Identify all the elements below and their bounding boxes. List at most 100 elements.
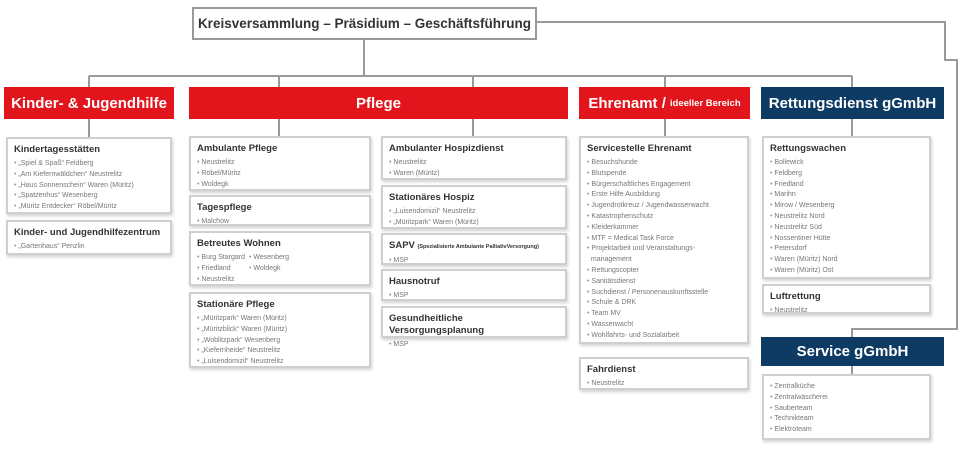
sapv-subtitle: (Spezialisierte Ambulante PalliativVerso… bbox=[417, 244, 539, 250]
list-item: Neustrelitz bbox=[197, 158, 363, 169]
header-service-label: Service gGmbH bbox=[796, 343, 909, 360]
luftrettung-title: Luftrettung bbox=[770, 291, 821, 302]
list-item: Wesenberg bbox=[249, 253, 289, 264]
box-betreutes-wohnen: Betreutes Wohnen Burg Stargard Friedland… bbox=[189, 231, 371, 286]
sapv-title: SAPV bbox=[389, 240, 415, 251]
list-item: „Müritzpark“ Waren (Müritz) bbox=[197, 314, 363, 325]
list-item: Waren (Müritz) bbox=[389, 169, 559, 180]
list-item: Neustrelitz bbox=[587, 379, 741, 390]
leadership-box: Kreisversammlung – Präsidium – Geschäfts… bbox=[192, 7, 537, 40]
list-item: MSP bbox=[389, 340, 559, 351]
leadership-title: Kreisversammlung – Präsidium – Geschäfts… bbox=[197, 16, 532, 31]
list-item-continuation: management bbox=[590, 256, 632, 264]
header-kinder-jugendhilfe: Kinder- & Jugendhilfe bbox=[4, 87, 174, 119]
box-service-units: Zentralküche Zentralwäscherei Sauberteam… bbox=[762, 374, 931, 440]
box-stationaere-pflege: Stationäre Pflege „Müritzpark“ Waren (Mü… bbox=[189, 292, 371, 368]
list-item: Petersdorf bbox=[770, 244, 923, 255]
hospizdienst-title: Ambulanter Hospizdienst bbox=[389, 143, 504, 154]
list-item: Kleiderkammer bbox=[587, 223, 741, 234]
list-item: Woldegk bbox=[197, 180, 363, 191]
list-item: Besuchshunde bbox=[587, 158, 741, 169]
list-item: MTF = Medical Task Force bbox=[587, 234, 741, 245]
list-item: Wohlfahrts- und Sozialarbeit bbox=[587, 331, 741, 342]
header-service: Service gGmbH bbox=[761, 337, 944, 366]
list-item: „Woblitzpark“ Wesenberg bbox=[197, 336, 363, 347]
header-ehrenamt-sub: ideeller Bereich bbox=[669, 97, 741, 109]
header-pflege: Pflege bbox=[189, 87, 568, 119]
list-item: Elektroteam bbox=[770, 425, 923, 436]
header-rettungsdienst: Rettungsdienst gGmbH bbox=[761, 87, 944, 119]
box-servicestelle-ehrenamt: Servicestelle Ehrenamt Besuchshunde Blut… bbox=[579, 136, 749, 344]
list-item: „Müritzpark“ Waren (Müritz) bbox=[389, 218, 559, 229]
list-item: Friedland bbox=[197, 264, 245, 275]
kjz-title: Kinder- und Jugendhilfezentrum bbox=[14, 227, 161, 238]
list-item: Waren (Müritz) Ost bbox=[770, 266, 923, 277]
box-luftrettung: Luftrettung Neustrelitz bbox=[762, 284, 931, 314]
box-fahrdienst: Fahrdienst Neustrelitz bbox=[579, 357, 749, 390]
list-item: Bollewick bbox=[770, 158, 923, 169]
header-pflege-label: Pflege bbox=[355, 94, 401, 112]
list-item: Sauberteam bbox=[770, 404, 923, 415]
box-ambulante-pflege: Ambulante Pflege Neustrelitz Röbel/Mürit… bbox=[189, 136, 371, 191]
list-item: Schule & DRK bbox=[587, 298, 741, 309]
box-jugendhilfezentrum: Kinder- und Jugendhilfezentrum „Gartenha… bbox=[6, 220, 172, 255]
rettungswachen-title: Rettungswachen bbox=[770, 143, 847, 154]
list-item: Neustrelitz Nord bbox=[770, 212, 923, 223]
list-item: Waren (Müritz) Nord bbox=[770, 255, 923, 266]
box-stationaeres-hospiz: Stationäres Hospiz „Luisendomizil“ Neust… bbox=[381, 185, 567, 229]
hospiz-title: Stationäres Hospiz bbox=[389, 192, 475, 203]
betreut-title: Betreutes Wohnen bbox=[197, 238, 281, 249]
fahrdienst-title: Fahrdienst bbox=[587, 364, 636, 375]
list-item: Malchow bbox=[197, 217, 363, 228]
list-item: „Luisendomizil“ Neustrelitz bbox=[389, 207, 559, 218]
sapv-heading: SAPV (Spezialisierte Ambulante Palliativ… bbox=[389, 240, 559, 253]
list-item: Mirow / Wesenberg bbox=[770, 201, 923, 212]
list-item: Feldberg bbox=[770, 169, 923, 180]
notruf-title: Hausnotruf bbox=[389, 276, 440, 287]
list-item: „Kiefernheide“ Neustrelitz bbox=[197, 346, 363, 357]
list-item: Erste Hilfe Ausbildung bbox=[587, 190, 741, 201]
list-item: MSP bbox=[389, 291, 559, 302]
list-item: „Luisendomizil“ Neustrelitz bbox=[197, 357, 363, 368]
list-item: „Spiel & Spaß“ Feldberg bbox=[14, 159, 164, 170]
header-ehrenamt: Ehrenamt / ideeller Bereich bbox=[579, 87, 750, 119]
kita-title: Kindertagesstätten bbox=[14, 144, 101, 155]
box-ambulanter-hospizdienst: Ambulanter Hospizdienst Neustrelitz Ware… bbox=[381, 136, 567, 180]
box-sapv: SAPV (Spezialisierte Ambulante Palliativ… bbox=[381, 233, 567, 265]
servicestelle-title: Servicestelle Ehrenamt bbox=[587, 143, 692, 154]
list-item: Katastrophenschutz bbox=[587, 212, 741, 223]
list-item: Technikteam bbox=[770, 414, 923, 425]
header-rettungsdienst-label: Rettungsdienst gGmbH bbox=[768, 94, 937, 112]
list-item: Zentralwäscherei bbox=[770, 393, 923, 404]
list-item: „Müritzblick“ Waren (Müritz) bbox=[197, 325, 363, 336]
list-item: Nossentiner Hütte bbox=[770, 234, 923, 245]
list-item: Neustrelitz bbox=[389, 158, 559, 169]
list-item: Marihn bbox=[770, 190, 923, 201]
box-rettungswachen: Rettungswachen Bollewick Feldberg Friedl… bbox=[762, 136, 931, 279]
box-gesundheitliche-versorgungsplanung: Gesundheitliche Versorgungsplanung MSP bbox=[381, 306, 567, 348]
list-item: Neustrelitz bbox=[770, 306, 923, 317]
box-tagespflege: Tagespflege Malchow bbox=[189, 195, 371, 226]
list-item: Team MV bbox=[587, 309, 741, 320]
list-item: Rettungscopter bbox=[587, 266, 741, 277]
list-item: Röbel/Müritz bbox=[197, 169, 363, 180]
connector-service bbox=[537, 21, 958, 337]
list-item: Sanitätsdienst bbox=[587, 277, 741, 288]
list-item: „Gartenhaus“ Penzlin bbox=[14, 242, 164, 253]
list-item: „Am Kiefernwäldchen“ Neustrelitz bbox=[14, 170, 164, 181]
list-item: Projektarbeit und Veranstaltungs- bbox=[587, 244, 741, 255]
box-kindertagesstaetten: Kindertagesstätten „Spiel & Spaß“ Feldbe… bbox=[6, 137, 172, 214]
gvp-title: Gesundheitliche Versorgungsplanung bbox=[389, 313, 485, 336]
list-item: Woldegk bbox=[249, 264, 289, 275]
list-item: „Spatzenhus“ Wesenberg bbox=[14, 191, 164, 202]
list-item: Blutspende bbox=[587, 169, 741, 180]
ambulant-title: Ambulante Pflege bbox=[197, 143, 278, 154]
list-item: „Müritz Entdecker“ Röbel/Müritz bbox=[14, 202, 164, 213]
tages-title: Tagespflege bbox=[197, 202, 252, 213]
list-item: Bürgerschaftliches Engagement bbox=[587, 180, 741, 191]
stationaer-title: Stationäre Pflege bbox=[197, 299, 275, 310]
list-item: Wasserwacht bbox=[587, 320, 741, 331]
header-ehrenamt-label: Ehrenamt / bbox=[588, 94, 666, 112]
list-item: Suchdienst / Personenauskunftsstelle bbox=[587, 288, 741, 299]
